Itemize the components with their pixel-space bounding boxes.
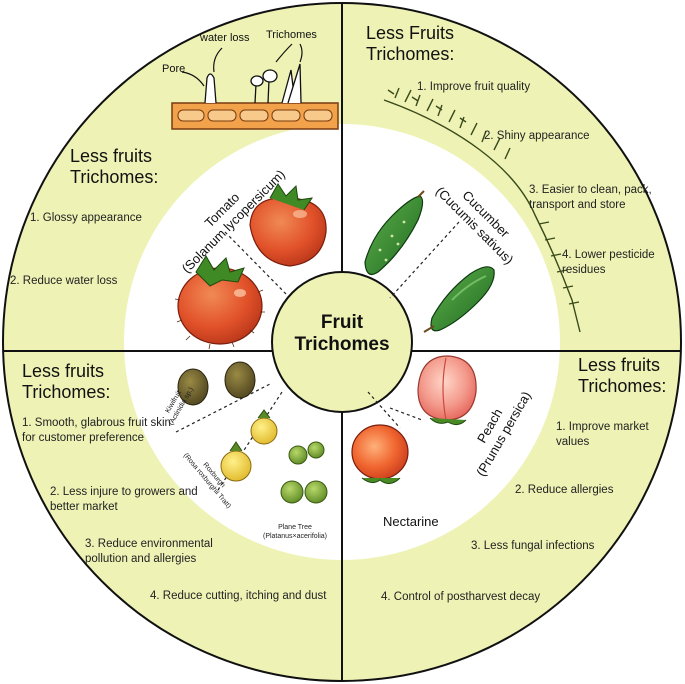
bottom-right-heading-line1: Less fruits	[578, 355, 661, 375]
leaf-section-diagram	[171, 43, 339, 130]
nectarine-image	[351, 424, 409, 484]
tomato-images	[174, 183, 327, 350]
top-left-heading-line1: Less fruits	[70, 146, 153, 166]
kiwi-images	[177, 361, 256, 406]
bottom-left-item-1: 1. Smooth, glabrous fruit skin for custo…	[22, 417, 171, 444]
plane-tree-scientific-name: (Platanus×acerifolia)	[262, 532, 327, 540]
nectarine-label: Nectarine	[383, 514, 439, 529]
center-title-line2: Trichomes	[294, 334, 390, 355]
top-left-heading-line2: Trichomes:	[70, 167, 159, 187]
center-circle	[271, 271, 413, 413]
center-title-line1: Fruit	[320, 312, 364, 333]
bottom-right-heading-line2: Trichomes:	[578, 376, 667, 396]
top-right-item-3: 3. Easier to clean, pack, transport and …	[529, 184, 652, 211]
plane-tree-images	[280, 441, 328, 504]
top-right-heading-line2: Trichomes:	[366, 44, 455, 64]
water-loss-label: water loss	[200, 32, 250, 44]
bottom-left-heading-line2: Trichomes:	[22, 382, 111, 402]
bottom-right-item-2: 2. Reduce allergies	[515, 484, 614, 496]
pore-label: Pore	[162, 63, 186, 75]
bottom-left-item-4: 4. Reduce cutting, itching and dust	[150, 590, 327, 602]
plane-tree-name: Plane Tree	[278, 524, 312, 531]
cucumber-images	[364, 190, 495, 333]
top-right-item-2: 2. Shiny appearance	[484, 130, 590, 142]
peach-image	[417, 355, 477, 426]
roxburgh-images	[220, 409, 278, 482]
top-right-item-1: 1. Improve fruit quality	[417, 81, 531, 93]
plane-tree-label: Plane Tree (Platanus×acerifolia)	[255, 524, 335, 541]
trichomes-label: Trichomes	[266, 29, 317, 41]
bottom-left-item-3: 3. Reduce environmental pollution and al…	[85, 538, 213, 565]
bottom-right-item-1: 1. Improve market values	[556, 421, 649, 448]
bottom-left-heading-line1: Less fruits	[22, 361, 105, 381]
center-title: Fruit Trichomes	[271, 312, 413, 356]
bottom-left-item-2: 2. Less injure to growers and better mar…	[50, 486, 198, 513]
top-left-item-2: 2. Reduce water loss	[10, 275, 118, 287]
bottom-right-item-3: 3. Less fungal infections	[471, 540, 595, 552]
top-right-item-4: 4. Lower pesticide residues	[562, 249, 655, 276]
cucumber-skin-diagram	[383, 87, 581, 333]
top-right-heading-line1: Less Fruits	[366, 23, 455, 43]
bottom-right-item-4: 4. Control of postharvest decay	[381, 591, 541, 603]
top-left-item-1: 1. Glossy appearance	[30, 212, 142, 224]
